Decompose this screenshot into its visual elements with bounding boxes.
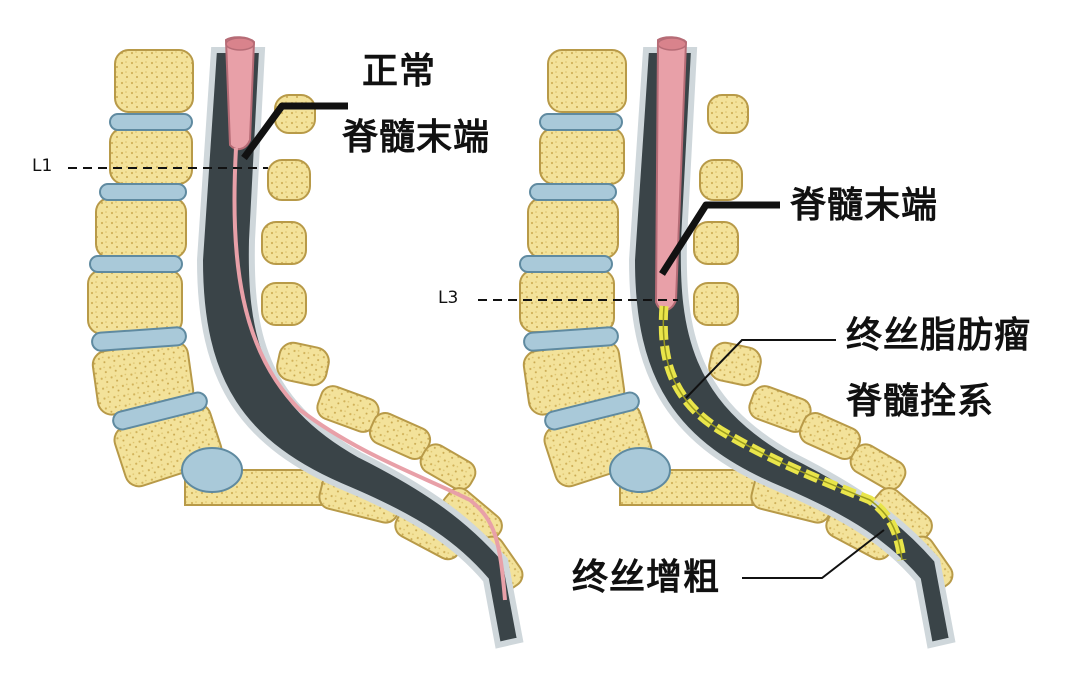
normal-title-label: 正常 xyxy=(362,54,436,90)
normal-conus-label: 脊髓末端 xyxy=(342,120,490,156)
level-l1-label: L1 xyxy=(32,158,52,175)
thick-filum-label: 终丝增粗 xyxy=(572,560,720,596)
level-l3-label: L3 xyxy=(438,290,458,307)
tethered-cord-label: 脊髓拴系 xyxy=(846,384,994,420)
spinal-cord-normal xyxy=(226,37,254,149)
filum-lipoma-label: 终丝脂肪瘤 xyxy=(846,318,1031,354)
tethered-conus-label: 脊髓末端 xyxy=(790,188,938,224)
